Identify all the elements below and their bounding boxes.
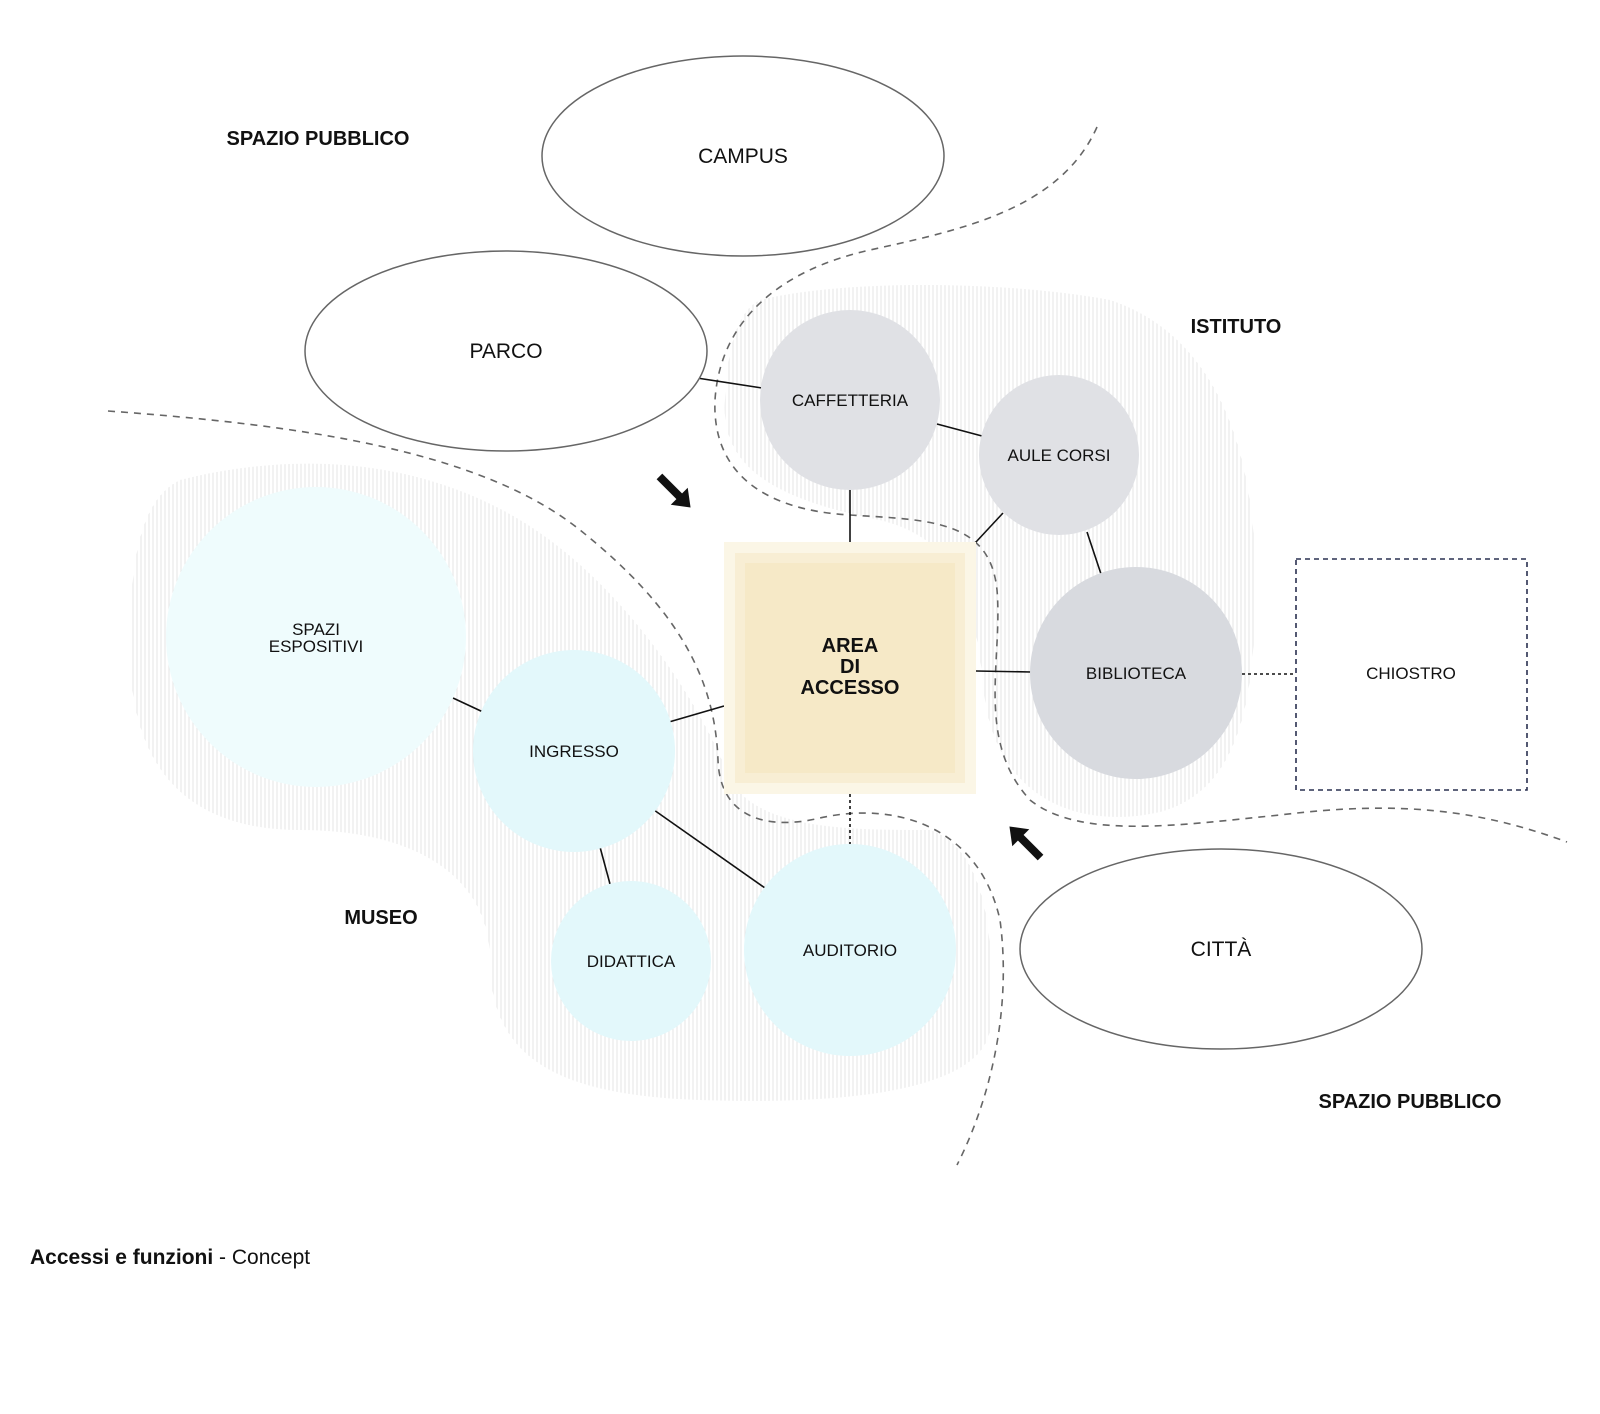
label-biblioteca: BIBLIOTECA bbox=[1086, 664, 1187, 683]
biblioteca-circle bbox=[1030, 567, 1242, 779]
label-didattica: DIDATTICA bbox=[587, 952, 676, 971]
label-accesso: ACCESSO bbox=[801, 677, 900, 699]
spazi-espositivi-circle bbox=[166, 487, 466, 787]
access-area-inner bbox=[745, 563, 955, 773]
campus-ellipse bbox=[541, 55, 945, 257]
label-chiostro: CHIOSTRO bbox=[1366, 664, 1456, 683]
auditorio-circle bbox=[744, 844, 956, 1056]
label-campus: CAMPUS bbox=[698, 145, 788, 168]
label-spazio-pubblico-top: SPAZIO PUBBLICO bbox=[227, 128, 410, 150]
connections bbox=[452, 377, 1296, 889]
citta-ellipse bbox=[1019, 848, 1423, 1050]
boundary-istituto bbox=[714, 126, 1568, 843]
ingresso-circle bbox=[473, 650, 675, 852]
label-museo: MUSEO bbox=[344, 907, 417, 929]
arrow-down-right-icon bbox=[656, 473, 691, 508]
didattica-circle bbox=[551, 881, 711, 1041]
parco-ellipse bbox=[304, 250, 708, 452]
label-istituto: ISTITUTO bbox=[1191, 316, 1282, 338]
arrow-up-left-icon bbox=[1009, 826, 1044, 861]
label-parco: PARCO bbox=[469, 340, 542, 363]
label-aule-corsi: AULE CORSI bbox=[1008, 446, 1111, 465]
caption: Accessi e funzioni - Concept bbox=[30, 1246, 310, 1269]
label-auditorio: AUDITORIO bbox=[803, 941, 897, 960]
chiostro-box bbox=[1295, 558, 1528, 791]
aule-corsi-circle bbox=[979, 375, 1139, 535]
label-spazio-pubblico-bottom: SPAZIO PUBBLICO bbox=[1319, 1091, 1502, 1113]
label-citta: CITTÀ bbox=[1191, 938, 1252, 961]
caffetteria-circle bbox=[760, 310, 940, 490]
label-ingresso: INGRESSO bbox=[529, 742, 619, 761]
caption-subtitle: - Concept bbox=[213, 1246, 310, 1269]
label-espositivi: ESPOSITIVI bbox=[269, 637, 363, 656]
boundary-museo bbox=[107, 410, 1005, 1166]
caption-title: Accessi e funzioni bbox=[30, 1246, 213, 1269]
label-spazi: SPAZI bbox=[292, 620, 340, 639]
label-caffetteria: CAFFETTERIA bbox=[792, 391, 909, 410]
label-area: AREA bbox=[822, 635, 879, 657]
label-di: DI bbox=[840, 656, 860, 678]
